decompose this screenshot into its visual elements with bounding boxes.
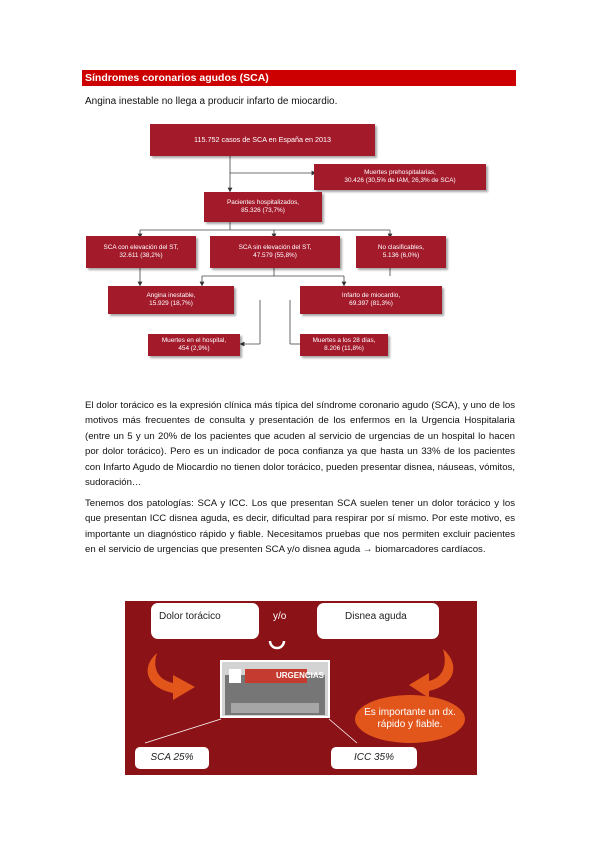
and-or-label: y/o [273,611,287,622]
paragraph-pathologies: Tenemos dos patologías: SCA y ICC. Los q… [85,498,515,556]
flow-text: Muertes en el hospital, [161,337,227,344]
flow-box-myocardial-infarction: Infarto de miocardio, 69.397 (81,3%) [300,286,442,314]
flow-box-prehospital-deaths: Muertes prehospitalarias, 30.426 (30,5% … [314,164,486,190]
left-curved-arrow [147,653,195,700]
sca-flowchart: 115.752 casos de SCA en España en 2013 M… [82,118,516,370]
flow-text: 47.579 (55,8%) [253,252,297,259]
dyspnea-label: Disnea aguda [345,611,407,622]
flow-text: 115.752 casos de SCA en España en 2013 [194,135,331,144]
flow-box-total-cases: 115.752 casos de SCA en España en 2013 [150,124,375,156]
diagnosis-illustration: Dolor torácico Disnea aguda y/o URGENCIA… [125,601,477,775]
flow-box-unclassifiable: No clasificables, 5.136 (6,0%) [356,236,446,268]
flow-box-unstable-angina: Angina inestable, 15.929 (18,7%) [108,286,234,314]
flow-text: 8.206 (11,8%) [324,345,364,352]
icc-percent-label: ICC 35% [331,747,417,769]
icc-percent-text: ICC 35% [353,752,394,763]
flow-box-sca-with-st: SCA con elevación del ST, 32.611 (38,2%) [86,236,196,268]
flow-text: 85.326 (73,7%) [241,207,285,214]
flowchart-connectors [137,156,393,347]
sca-percent-text: SCA 25% [150,752,194,763]
oval-line: Es importante un dx. [364,707,456,718]
urgencias-sign: URGENCIAS [275,671,324,680]
flow-text: Infarto de miocardio, [341,292,401,299]
flow-text: Muertes a los 28 días, [312,337,376,344]
rapid-diagnosis-oval: Es importante un dx. rápido y fiable. [355,695,465,743]
flow-text: Muertes prehospitalarias, [364,169,436,176]
flow-box-sca-without-st: SCA sin elevación del ST, 47.579 (55,8%) [210,236,340,268]
flow-text: 15.929 (18,7%) [149,300,193,307]
illustration-graphics [144,640,454,744]
section-title: Síndromes coronarios agudos (SCA) [82,70,516,86]
flow-box-hospital-deaths: Muertes en el hospital, 454 (2,9%) [148,334,240,356]
intro-text: Angina inestable no llega a producir inf… [85,96,338,107]
sca-percent-label: SCA 25% [135,747,209,769]
oval-line: rápido y fiable. [377,719,443,730]
flow-text: 5.136 (6,0%) [382,252,420,259]
chest-pain-card: Dolor torácico [151,603,259,639]
flow-text: No clasificables, [377,244,425,251]
flow-text: 69.397 (81,3%) [349,300,393,307]
flow-text: 32.611 (38,2%) [119,252,163,259]
flow-text: 30.426 (30,5% de IAM, 26,3% de SCA) [344,177,456,184]
flow-box-hospitalized: Pacientes hospitalizados, 85.326 (73,7%) [204,192,322,222]
flow-text: Angina inestable, [146,292,196,299]
dyspnea-card: Disnea aguda [317,603,439,639]
flow-text: Pacientes hospitalizados, [226,199,300,206]
chest-pain-label: Dolor torácico [159,611,221,622]
flow-box-28day-deaths: Muertes a los 28 días, 8.206 (11,8%) [300,334,388,356]
right-curved-arrow [409,649,454,698]
paragraph-chest-pain: El dolor torácico es la expresión clínic… [85,400,515,489]
refresh-icon [268,640,286,650]
emergency-room-photo [220,660,330,718]
flow-text: 454 (2,9%) [178,345,210,352]
flow-text: SCA sin elevación del ST, [238,244,312,251]
flow-text: SCA con elevación del ST, [103,244,179,251]
